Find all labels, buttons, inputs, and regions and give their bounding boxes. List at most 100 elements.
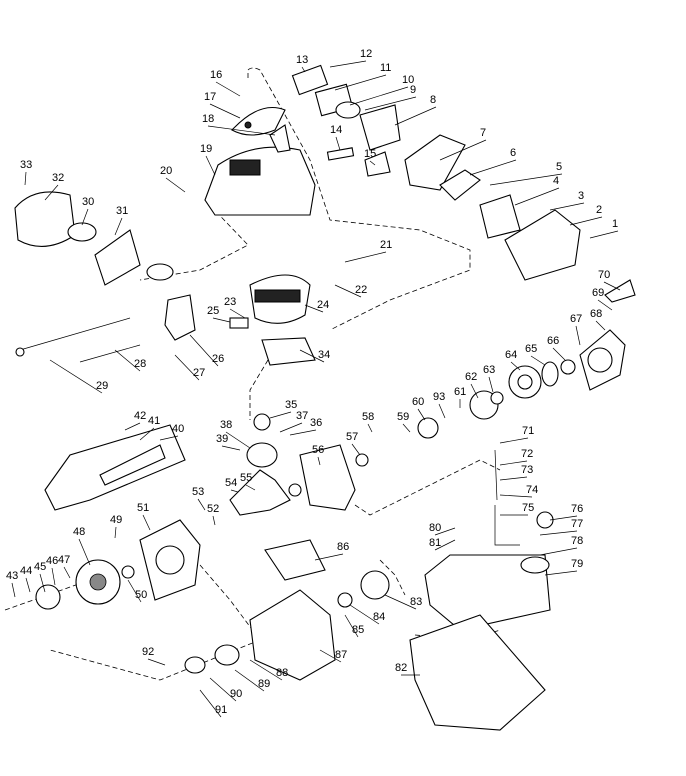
part-label-59: 59 [397, 411, 409, 423]
starter-hole [155, 545, 185, 575]
housing-87 [249, 589, 336, 681]
part-label-42: 42 [134, 410, 146, 422]
drum-83 [360, 570, 390, 600]
part-label-33: 33 [20, 159, 32, 171]
part-label-70: 70 [598, 269, 610, 281]
top-cover-group [204, 106, 316, 216]
part-label-80: 80 [429, 522, 441, 534]
leader-line-68 [595, 320, 606, 331]
leader-line-76 [549, 515, 578, 521]
leader-line-19 [205, 155, 216, 176]
part-label-56: 56 [312, 444, 324, 456]
leader-line-30 [81, 208, 89, 226]
hose-72 [494, 449, 498, 501]
part-label-46: 46 [46, 555, 58, 567]
leader-line-71 [499, 437, 529, 444]
part-label-69: 69 [592, 287, 604, 299]
part-label-53: 53 [192, 486, 204, 498]
leader-line-1 [589, 230, 619, 239]
carburetor-8 [359, 104, 401, 151]
leader-line-6 [469, 159, 517, 176]
leader-line-86 [314, 553, 344, 561]
part-label-48: 48 [73, 526, 85, 538]
part-label-37: 37 [296, 410, 308, 422]
ring-35 [253, 413, 271, 431]
part-label-64: 64 [505, 349, 517, 361]
leader-line-13 [301, 66, 306, 73]
part-label-25: 25 [207, 305, 219, 317]
leader-line-50 [127, 579, 142, 603]
leader-line-36 [289, 429, 317, 436]
leader-line-67 [575, 325, 581, 346]
leader-line-89 [234, 669, 265, 692]
part-label-10: 10 [402, 74, 414, 86]
leader-line-5 [489, 173, 563, 186]
leader-line-85 [344, 614, 359, 638]
part-label-23: 23 [224, 296, 236, 308]
leader-line-57 [351, 443, 361, 456]
part-label-14: 14 [330, 124, 342, 136]
part-label-21: 21 [380, 239, 392, 251]
part-label-13: 13 [296, 54, 308, 66]
leader-line-24 [304, 304, 324, 313]
cover-grille [229, 159, 261, 176]
part-label-9: 9 [410, 84, 416, 96]
bushing-89 [214, 644, 240, 666]
throttle-handle-40 [44, 424, 186, 511]
part-label-26: 26 [212, 353, 224, 365]
leader-line-10 [349, 86, 409, 106]
cover-86 [264, 539, 326, 581]
part-label-30: 30 [82, 196, 94, 208]
leader-line-27 [174, 354, 200, 381]
leader-line-70 [603, 281, 621, 291]
pulley-45 [35, 584, 61, 610]
part-label-22: 22 [355, 284, 367, 296]
cover-hole [244, 121, 252, 129]
part-label-50: 50 [135, 589, 147, 601]
part-label-67: 67 [570, 313, 582, 325]
leader-line-3 [549, 202, 585, 211]
part-label-75: 75 [522, 502, 534, 514]
part-label-81: 81 [429, 537, 441, 549]
leader-line-93 [438, 403, 446, 419]
carburetor-group [291, 64, 581, 281]
leader-line-83 [384, 594, 417, 610]
leader-line-56 [317, 456, 321, 466]
part-label-52: 52 [207, 503, 219, 515]
part-label-19: 19 [200, 143, 212, 155]
leader-line-74 [499, 494, 533, 498]
leader-line-26 [189, 334, 219, 367]
fuel-tank-79 [424, 554, 551, 631]
part-label-74: 74 [526, 484, 538, 496]
clutch-group [417, 279, 636, 439]
housing-hole [587, 347, 613, 373]
part-label-58: 58 [362, 411, 374, 423]
filter-cover-2 [504, 209, 581, 281]
part-label-63: 63 [483, 364, 495, 376]
part-label-15: 15 [364, 148, 376, 160]
part-label-51: 51 [137, 502, 149, 514]
tank-78 [520, 556, 550, 574]
leader-line-55 [245, 484, 256, 491]
leader-line-60 [417, 408, 426, 421]
leader-line-43 [11, 582, 16, 598]
part-label-78: 78 [571, 535, 583, 547]
gasket-34 [261, 337, 316, 366]
leader-line-66 [552, 347, 566, 361]
part-label-1: 1 [612, 218, 618, 230]
leader-line-88 [249, 659, 283, 681]
part-label-8: 8 [430, 94, 436, 106]
part-label-4: 4 [553, 175, 559, 187]
handle-grip-41 [99, 444, 166, 486]
leader-line-58 [367, 423, 373, 433]
leader-line-28 [114, 349, 141, 372]
cap-76 [536, 511, 554, 529]
leader-line-14 [335, 136, 341, 151]
plate-31 [94, 229, 141, 286]
cover-part-17 [231, 106, 286, 136]
leader-line-65 [530, 355, 546, 366]
part-label-88: 88 [276, 667, 288, 679]
part-label-17: 17 [204, 91, 216, 103]
crankcase-56 [299, 444, 356, 511]
part-label-47: 47 [58, 554, 70, 566]
